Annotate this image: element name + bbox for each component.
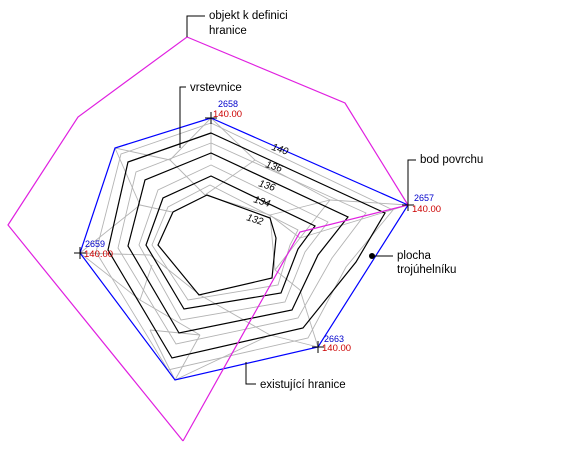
boundary-object-line [7,36,409,442]
callout-boundary-object-line2: hranice [209,25,247,37]
leader-existing-boundary [245,362,256,385]
callout-surface-point: bod povrchu [420,154,483,166]
callout-existing-boundary: existující hranice [260,379,346,391]
point-number: 2658 [218,99,238,109]
surface-point-2658: 2658 140.00 [205,99,242,124]
contour-label-134: 134 [252,194,272,210]
point-elevation: 140.00 [412,204,441,215]
contour-label-136-lower: 136 [257,178,277,194]
callout-triangle-area-line2: trojúhelníku [397,264,456,276]
minor-contours [95,122,394,371]
point-cross-icon [312,341,324,353]
point-elevation: 140.00 [322,343,351,354]
contour-label-136-upper: 136 [264,159,284,175]
point-elevation: 140.00 [213,109,242,120]
leader-surface-point [407,159,416,205]
point-cross-icon [74,247,86,259]
contour-label-132: 132 [245,212,265,228]
point-number: 2657 [414,193,434,203]
surface-point-2659: 2659 140.00 [74,239,113,260]
contour-value-labels: 140 136 136 134 132 [245,142,290,228]
callout-leaders [179,15,416,385]
leader-contours [179,86,186,148]
point-number: 2663 [324,334,344,344]
contour-label-140: 140 [270,142,290,158]
surface-point-2663: 2663 140.00 [312,334,351,354]
callout-boundary-object-line1: objekt k definici [209,10,288,22]
triangle-area-dot-icon [369,253,375,259]
leader-boundary-object [186,15,205,37]
triangulation-edges [79,117,409,381]
callout-triangle-area-line1: plocha [397,250,431,262]
callout-contours: vrstevnice [190,82,242,94]
point-cross-icon [205,112,217,124]
point-elevation: 140.00 [84,249,113,260]
point-number: 2659 [85,239,105,249]
